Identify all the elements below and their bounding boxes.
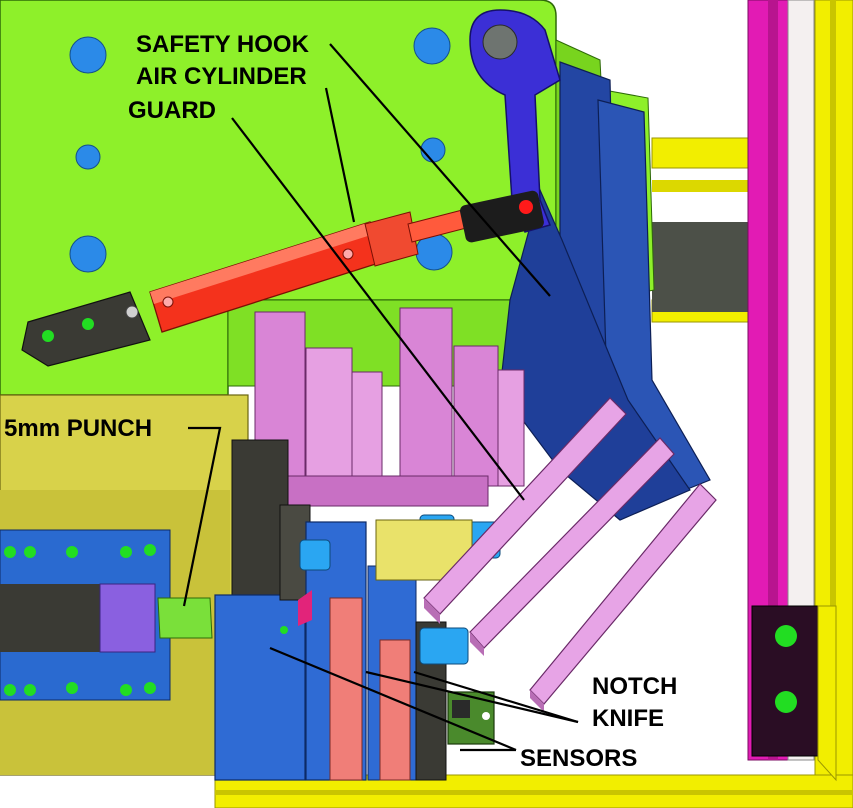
leader-lines (182, 43, 579, 752)
upright-bolt-2 (775, 691, 797, 713)
guard-plates (423, 397, 717, 712)
leader-punch (182, 426, 222, 607)
plate-hole (69, 235, 107, 273)
block-dot (144, 682, 156, 694)
block-dot (120, 546, 132, 558)
block-dot (24, 546, 36, 558)
punch-marker (280, 626, 288, 634)
cylinder-pin (342, 248, 354, 260)
block-dot (66, 546, 78, 558)
leader-notch-knife-2 (413, 670, 579, 724)
block-dot (24, 684, 36, 696)
blue-brackets (499, 61, 711, 521)
plate-hole (420, 137, 446, 163)
clevis-dot (82, 318, 94, 330)
air-cylinder (21, 190, 544, 367)
block-dot (4, 546, 16, 558)
upright-bolt-1 (775, 625, 797, 647)
leader-notch-knife-1 (365, 670, 579, 724)
block-dot (144, 544, 156, 556)
olive-base (0, 394, 249, 776)
clevis-pin (125, 305, 139, 319)
cylinder-pin (162, 296, 174, 308)
block-dot (4, 684, 16, 696)
label-air-cylinder: AIR CYLINDER (136, 63, 307, 90)
label-punch: 5mm PUNCH (4, 415, 152, 442)
label-knife: KNIFE (592, 705, 664, 732)
plate-hole (75, 144, 101, 170)
label-sensors: SENSORS (520, 745, 637, 772)
punch-housing (214, 439, 501, 781)
cylinder-end-pin (519, 200, 533, 214)
magenta-upright (747, 0, 837, 782)
label-guard: GUARD (128, 97, 216, 124)
leader-air-cylinder (324, 87, 356, 223)
leader-sensors-1 (269, 646, 517, 752)
plate-hole (413, 27, 451, 65)
plate-hole (69, 36, 107, 74)
block-dot (120, 684, 132, 696)
sensor-unit (447, 691, 495, 745)
label-safety-hook: SAFETY HOOK (136, 31, 310, 58)
clevis-dot (42, 330, 54, 342)
sensor-dot (482, 712, 490, 720)
label-notch: NOTCH (592, 673, 677, 700)
leader-safety-hook (329, 43, 551, 297)
hook-pivot (482, 24, 518, 60)
safety-hook (469, 9, 561, 233)
block-dot (66, 682, 78, 694)
leader-guard (231, 117, 525, 501)
labels: SAFETY HOOK AIR CYLINDER GUARD 5mm PUNCH… (4, 31, 677, 772)
